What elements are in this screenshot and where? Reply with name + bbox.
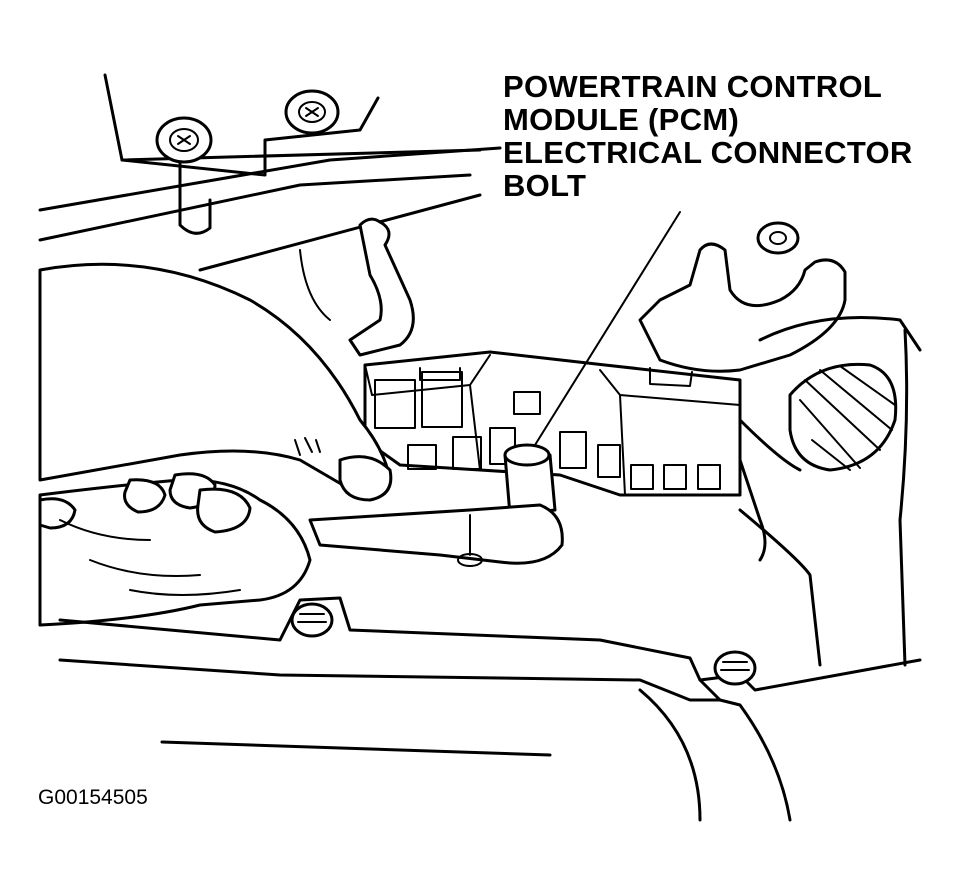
harness-clip-right [638, 242, 847, 373]
figure-id: G00154505 [38, 786, 148, 809]
tray-bolt-right [713, 650, 757, 686]
mounting-screw-right [284, 89, 340, 135]
grommet-icon [756, 221, 800, 255]
callout-line-3: ELECTRICAL CONNECTOR [503, 135, 913, 170]
technician-hand [38, 262, 393, 627]
connector-bolt [503, 443, 557, 517]
callout-line-2: MODULE (PCM) [503, 102, 740, 137]
callout-line-1: POWERTRAIN CONTROL [503, 69, 883, 104]
upper-housing-panel [38, 73, 502, 272]
mounting-screw-left [155, 116, 213, 164]
tray-bolt-left [290, 602, 334, 638]
wiring-harness-bundle [738, 316, 922, 472]
harness-clip-left [299, 217, 415, 357]
callout-line-4: BOLT [503, 168, 587, 203]
pcm-electrical-connector [363, 350, 742, 497]
socket-wrench-icon [308, 503, 564, 567]
callout-label: POWERTRAIN CONTROL MODULE (PCM) ELECTRIC… [503, 70, 913, 202]
callout-leader-line [534, 211, 681, 446]
